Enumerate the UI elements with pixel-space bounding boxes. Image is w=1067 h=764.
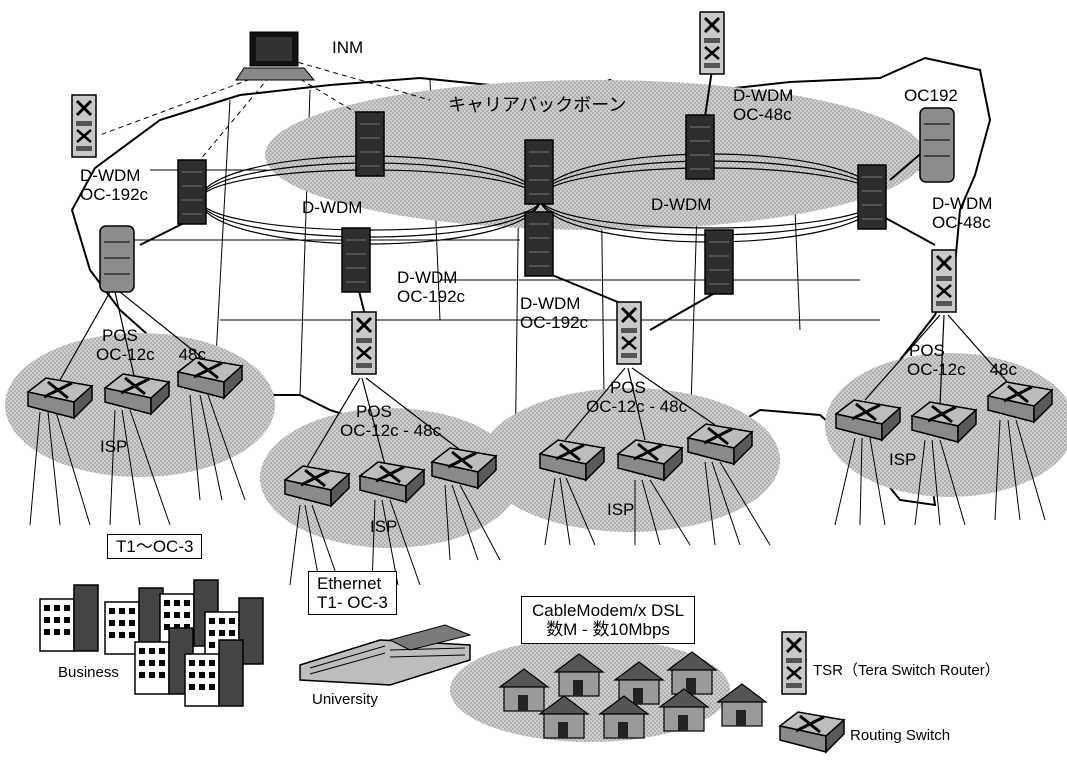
isp-label-center: ISP — [607, 500, 635, 519]
access-links — [59, 291, 1011, 471]
university-building-icon — [299, 624, 472, 686]
t1-oc3-box: T1～OC-3 — [107, 534, 203, 559]
trunk-links — [139, 69, 936, 331]
legend-routing-switch-icon — [778, 710, 846, 754]
university-label: University — [312, 691, 378, 708]
oc192-label: OC192 — [904, 86, 958, 105]
legend-routing-switch-label: Routing Switch — [850, 727, 951, 744]
inm-links — [99, 59, 431, 173]
dwdm-mid-right-label: D-WDM — [651, 195, 712, 214]
backbone-label: キャリアバックボーン — [448, 95, 627, 115]
drop-lines — [29, 394, 1046, 586]
legend-tsr-icon — [780, 630, 808, 696]
isp-label-left: ISP — [100, 437, 128, 456]
isp-label-mid: ISP — [370, 517, 398, 536]
dwdm-mid-left-label: D-WDM — [302, 198, 363, 217]
business-label: Business — [58, 664, 119, 681]
inm-label: INM — [332, 38, 364, 57]
oc192-device-left — [99, 225, 135, 293]
legend-tsr-label: TSR（Tera Switch Router） — [813, 662, 1000, 679]
clouds — [5, 80, 1067, 742]
isp-label-right: ISP — [889, 450, 917, 469]
inm-computer-icon — [235, 31, 316, 81]
oc192-device-right — [919, 107, 955, 183]
business-buildings-icon — [39, 579, 264, 707]
